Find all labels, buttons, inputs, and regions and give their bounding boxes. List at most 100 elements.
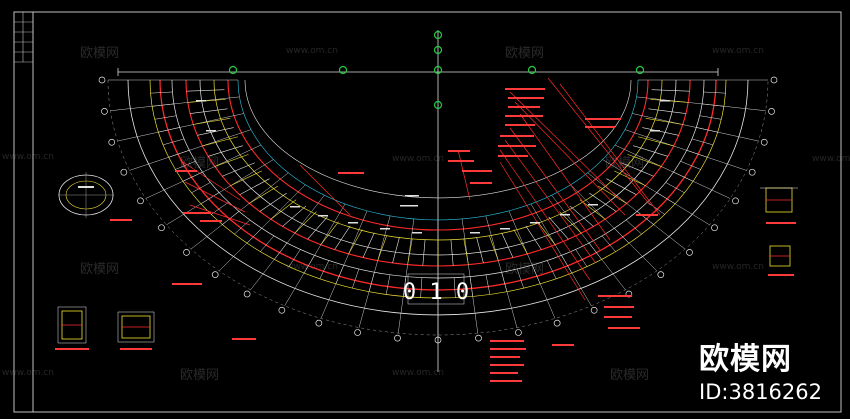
radial-axis-line: [129, 129, 252, 171]
room-partition: [691, 138, 714, 146]
radial-axis-line: [117, 113, 244, 142]
brand-name: 欧模网: [699, 342, 793, 377]
title-block-left: [14, 12, 33, 63]
room-partition: [274, 242, 288, 260]
room-partition: [501, 232, 514, 258]
radial-axis-line: [145, 144, 262, 199]
room-partition: [407, 238, 413, 265]
room-partition: [246, 228, 262, 244]
room-partitions: [150, 89, 726, 298]
room-partition: [234, 219, 251, 235]
room-partition: [525, 225, 542, 250]
watermark-brand: 欧模网: [505, 262, 545, 277]
axis-bubble: [243, 290, 251, 298]
model-id-label: ID:3816262: [699, 380, 822, 404]
axis-bubble: [278, 306, 286, 314]
room-partition: [307, 216, 328, 240]
axis-bubble: [108, 138, 116, 146]
courtyard-arc: [244, 79, 632, 199]
section-detail-right-bottom: [769, 245, 791, 267]
axis-bubble: [98, 76, 106, 84]
watermark-brand: 欧模网: [605, 156, 645, 171]
room-label-marks: [196, 100, 670, 234]
axis-bubble: [590, 306, 598, 314]
radial-axis-line: [614, 144, 731, 199]
axis-node: [635, 65, 645, 75]
room-partition: [200, 192, 220, 205]
room-partition: [589, 192, 617, 212]
radial-axis-line: [624, 129, 747, 171]
room-partition: [638, 136, 674, 147]
radial-axis-line: [570, 184, 658, 272]
radial-axis-line: [250, 195, 325, 291]
axis-bubble: [101, 107, 108, 115]
room-partition: [392, 237, 400, 264]
room-partition: [186, 89, 225, 92]
watermark-brand: 欧模网: [80, 46, 120, 61]
room-partition: [699, 115, 722, 120]
axis-bubble: [711, 224, 718, 232]
room-partition: [182, 171, 203, 182]
room-partition: [651, 89, 690, 92]
room-partition: [696, 127, 718, 133]
section-detail-left: [57, 306, 87, 344]
room-partition: [601, 235, 616, 252]
annotation-text-marks: [172, 88, 658, 382]
axis-bubble: [158, 224, 165, 232]
radial-axis-line: [190, 172, 289, 250]
watermark-url: www.om.cn: [392, 368, 444, 378]
radial-axis-lines: [98, 76, 778, 344]
center-mark-text: 0 1 0: [403, 280, 469, 305]
room-partition: [239, 178, 270, 195]
axis-bubble: [183, 249, 190, 256]
axis-bubble: [475, 334, 482, 342]
room-partition: [420, 277, 423, 298]
radial-axis-line: [358, 215, 391, 328]
room-partition: [422, 239, 426, 266]
detail-captions-right: [766, 222, 796, 276]
outer-axis-arc: [107, 79, 769, 336]
axis-bubble: [657, 271, 665, 278]
detail-captions-left: [55, 348, 152, 350]
room-partition: [546, 260, 557, 279]
room-partition: [627, 154, 662, 167]
axis-nodes: [228, 30, 645, 110]
room-partition: [588, 242, 602, 260]
room-partition: [516, 268, 524, 289]
room-partition: [303, 255, 315, 274]
radial-axis-line: [397, 218, 415, 334]
room-partition: [187, 98, 226, 103]
room-partition: [193, 117, 231, 125]
axis-bubble: [394, 334, 401, 342]
room-partition: [368, 272, 375, 292]
radial-axis-line: [218, 184, 306, 272]
watermark-url: www.om.cn: [2, 152, 54, 162]
room-partition: [175, 161, 196, 170]
room-partition: [625, 219, 642, 235]
room-partition: [319, 260, 330, 279]
axis-node: [433, 30, 443, 40]
room-partition: [270, 199, 297, 220]
room-partition: [532, 265, 541, 284]
room-partition: [537, 221, 556, 245]
room-partition: [191, 182, 211, 193]
room-partition: [648, 108, 686, 114]
room-partition: [647, 201, 665, 215]
room-partition: [703, 91, 726, 94]
room-partition: [352, 268, 360, 289]
radial-axis-line: [284, 203, 346, 306]
center-room-mark: 0 1 0: [403, 273, 469, 305]
room-partition: [613, 170, 646, 186]
room-partition: [214, 154, 249, 167]
watermark-url: www.om.cn: [712, 46, 764, 56]
room-partition: [633, 145, 668, 157]
room-partition: [377, 235, 388, 261]
room-partition: [154, 115, 177, 120]
axis-bubble: [732, 197, 739, 205]
radial-axis-line: [632, 113, 759, 142]
room-partition: [168, 149, 190, 158]
watermark-brand: 欧模网: [180, 156, 220, 171]
room-partition: [686, 149, 708, 158]
room-partition: [702, 103, 724, 107]
